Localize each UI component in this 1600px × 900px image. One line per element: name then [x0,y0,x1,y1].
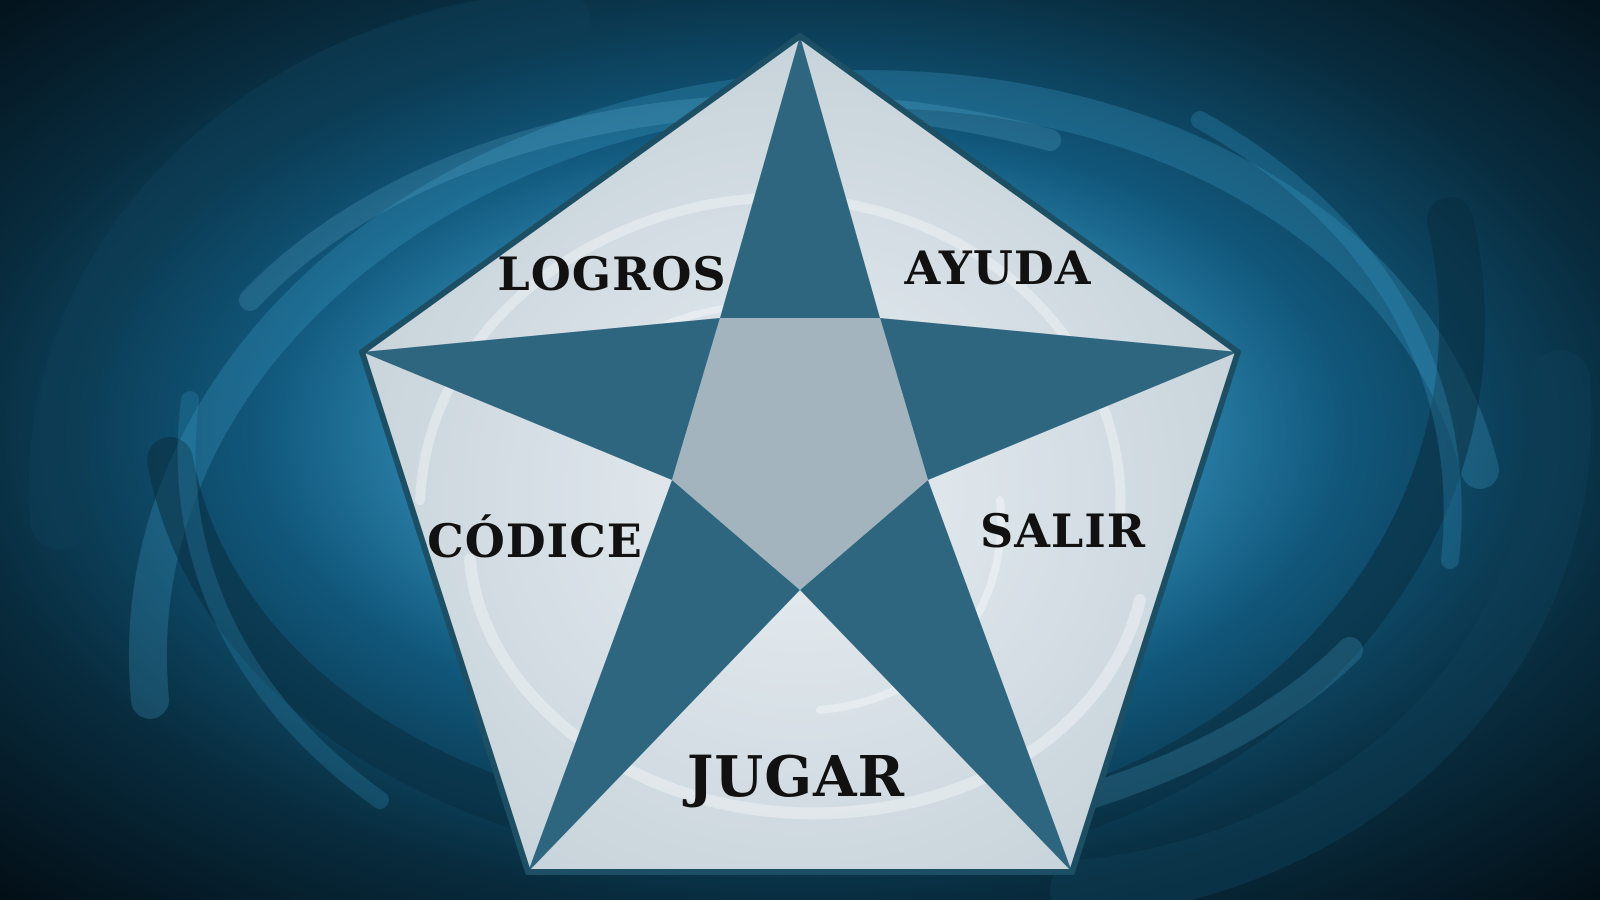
star-point-bottom-left [528,480,800,872]
star-point-bottom-right [800,480,1072,872]
pentagon-outline [359,33,1241,875]
logros-label: LOGROS [497,247,726,301]
star-point-left [362,318,720,480]
star-point-top [720,36,880,318]
ayuda-label: AYUDA [904,241,1092,295]
star-center [672,318,928,590]
jugar-label: JUGAR [682,744,905,810]
star-emblem [362,36,1238,872]
codice-label: CÓDICE [427,513,643,568]
logros-button[interactable]: LOGROS [497,247,726,301]
star-point-right [880,318,1238,480]
codice-button[interactable]: CÓDICE [427,513,643,568]
jugar-button[interactable]: JUGAR [682,744,905,810]
ayuda-button[interactable]: AYUDA [904,241,1092,295]
salir-label: SALIR [980,504,1146,558]
salir-button[interactable]: SALIR [980,504,1146,558]
